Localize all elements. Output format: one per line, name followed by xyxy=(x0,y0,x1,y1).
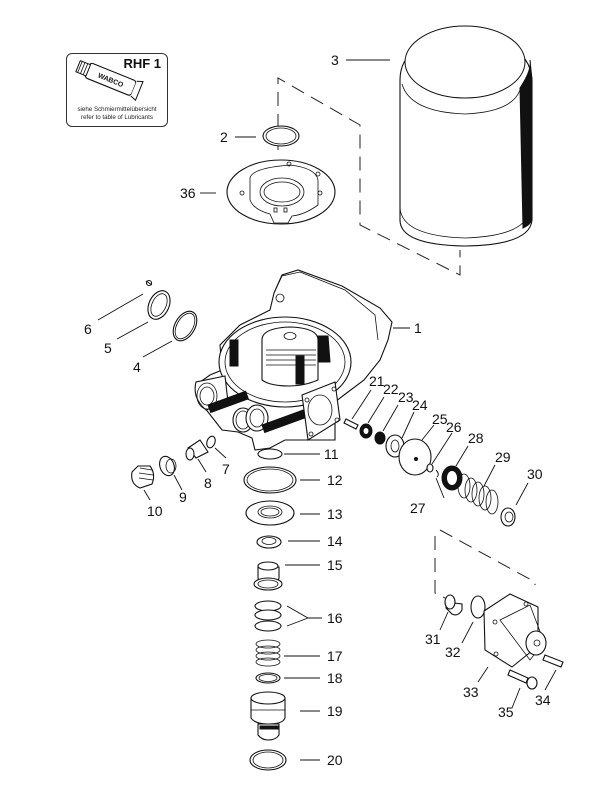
part-30-cap xyxy=(500,507,516,527)
part-21-pin xyxy=(343,418,359,430)
part-24-washer xyxy=(385,434,405,458)
part-10-threaded-plug xyxy=(131,465,155,489)
callout-22: 22 xyxy=(383,381,399,397)
part-8-plug xyxy=(185,439,209,461)
part-35-screw xyxy=(507,669,538,690)
callout-29: 29 xyxy=(495,449,511,465)
part-14-seal xyxy=(256,535,282,549)
part-2-o-ring xyxy=(262,125,300,147)
part-27-clip xyxy=(435,469,439,478)
callout-3: 3 xyxy=(331,52,339,68)
part-23-spring xyxy=(374,431,386,445)
callout-24: 24 xyxy=(412,397,428,413)
callout-18: 18 xyxy=(327,670,343,686)
part-12-o-ring xyxy=(243,466,297,494)
part-5-seal-ring xyxy=(147,290,171,320)
part-3-filter-cartridge xyxy=(399,25,533,247)
part-33-cover xyxy=(483,593,547,668)
assembly-guide-upper xyxy=(277,77,461,276)
leader-lines xyxy=(97,59,557,761)
part-34-screw xyxy=(542,654,564,668)
callout-36: 36 xyxy=(180,185,196,201)
lubricant-reference-box: WABCO RHF 1 siehe Schmiermittelübersicht… xyxy=(66,53,168,127)
callout-1: 1 xyxy=(414,320,422,336)
callout-6: 6 xyxy=(84,321,92,337)
part-16-o-rings xyxy=(254,600,282,632)
part-6-screw xyxy=(145,279,153,287)
part-25-diaphragm xyxy=(398,438,432,476)
callout-11: 11 xyxy=(324,446,339,462)
part-19-valve-body xyxy=(250,691,286,741)
part-28-spring-seat xyxy=(441,465,463,491)
part-9-valve xyxy=(159,455,177,477)
callout-7: 7 xyxy=(222,461,230,477)
callout-31: 31 xyxy=(425,631,441,647)
assembly-guide-lower xyxy=(434,529,536,599)
lubricant-note-en: refer to table of Lubricants xyxy=(81,114,153,121)
part-22-seal xyxy=(359,423,373,439)
part-17-spring xyxy=(255,639,281,667)
lubricant-note-de: siehe Schmiermittelübersicht xyxy=(77,106,157,113)
callout-23: 23 xyxy=(398,389,414,405)
callout-19: 19 xyxy=(327,703,343,719)
callout-26: 26 xyxy=(446,419,462,435)
lubricant-tube-icon: WABCO xyxy=(75,59,144,101)
callout-30: 30 xyxy=(527,466,543,482)
part-15-piston xyxy=(253,561,283,591)
callout-25: 25 xyxy=(432,411,448,427)
part-29-spring xyxy=(457,473,499,515)
callout-27: 27 xyxy=(410,500,426,516)
callout-10: 10 xyxy=(147,503,163,519)
callout-33: 33 xyxy=(463,684,479,700)
part-1-housing xyxy=(194,269,393,451)
part-7-o-ring xyxy=(206,435,216,449)
part-18-o-ring xyxy=(255,672,281,684)
callout-13: 13 xyxy=(327,506,343,522)
part-31-bushing xyxy=(444,594,463,616)
part-32-o-ring xyxy=(470,595,486,619)
callout-17: 17 xyxy=(327,648,343,664)
part-26-ring xyxy=(426,463,434,473)
part-20-circlip xyxy=(249,749,287,771)
callout-4: 4 xyxy=(133,359,141,375)
callout-28: 28 xyxy=(468,430,484,446)
callout-labels: 3 2 36 1 6 5 4 7 8 9 10 11 12 13 14 15 1… xyxy=(84,52,551,768)
callout-9: 9 xyxy=(179,489,187,505)
callout-15: 15 xyxy=(327,557,343,573)
part-36-mounting-plate xyxy=(226,159,336,225)
callout-21: 21 xyxy=(369,373,385,389)
callout-5: 5 xyxy=(104,340,112,356)
callout-8: 8 xyxy=(204,475,212,491)
part-4-o-ring xyxy=(172,310,198,342)
callout-14: 14 xyxy=(327,533,343,549)
callout-2: 2 xyxy=(220,129,228,145)
callout-34: 34 xyxy=(535,692,551,708)
callout-16: 16 xyxy=(327,610,343,626)
callout-12: 12 xyxy=(327,472,343,488)
part-11-o-ring xyxy=(257,448,283,460)
callout-32: 32 xyxy=(445,644,461,660)
lubricant-code: RHF 1 xyxy=(123,56,161,71)
callout-35: 35 xyxy=(498,704,514,720)
callout-20: 20 xyxy=(327,752,343,768)
part-13-washer xyxy=(245,500,295,526)
